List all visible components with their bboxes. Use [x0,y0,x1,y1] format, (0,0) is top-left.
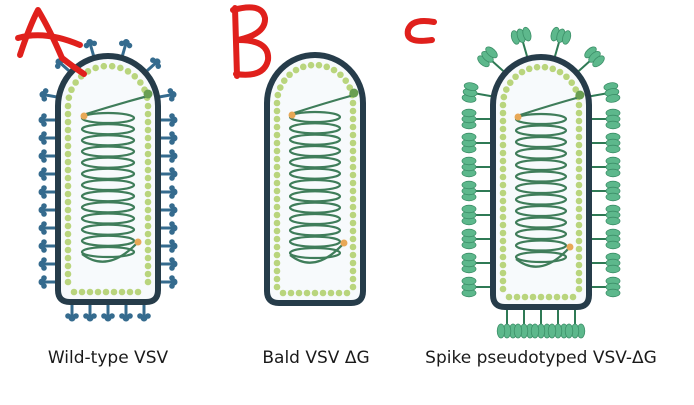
genome-end-cap [144,90,153,99]
genome-end-cap [349,89,358,98]
annotation-letter-b [233,7,268,76]
polymerase-dot [289,112,296,119]
polymerase-dot [135,239,142,246]
caption-spike-pseudotyped-vsv: Spike pseudotyped VSV-ΔG [425,348,657,368]
annotation-letter-c [408,21,434,41]
genome-end-cap [575,91,584,100]
panel-spike-pseudotyped-vsv [461,26,620,338]
polymerase-dot [340,240,347,247]
polymerase-dot [566,244,573,251]
polymerase-dot [515,114,522,121]
caption-bald-vsv: Bald VSV ΔG [262,348,369,368]
caption-wild-type-vsv: Wild-type VSV [48,348,168,368]
panel-letter-a: A [4,0,5,1]
panel-letter-b: B [226,0,227,1]
annotation-letter-a [18,10,84,74]
panel-bald-vsv [267,55,363,303]
panel-letter-c: C [400,0,401,1]
polymerase-dot [81,113,88,120]
panel-wild-type-vsv [39,39,178,321]
